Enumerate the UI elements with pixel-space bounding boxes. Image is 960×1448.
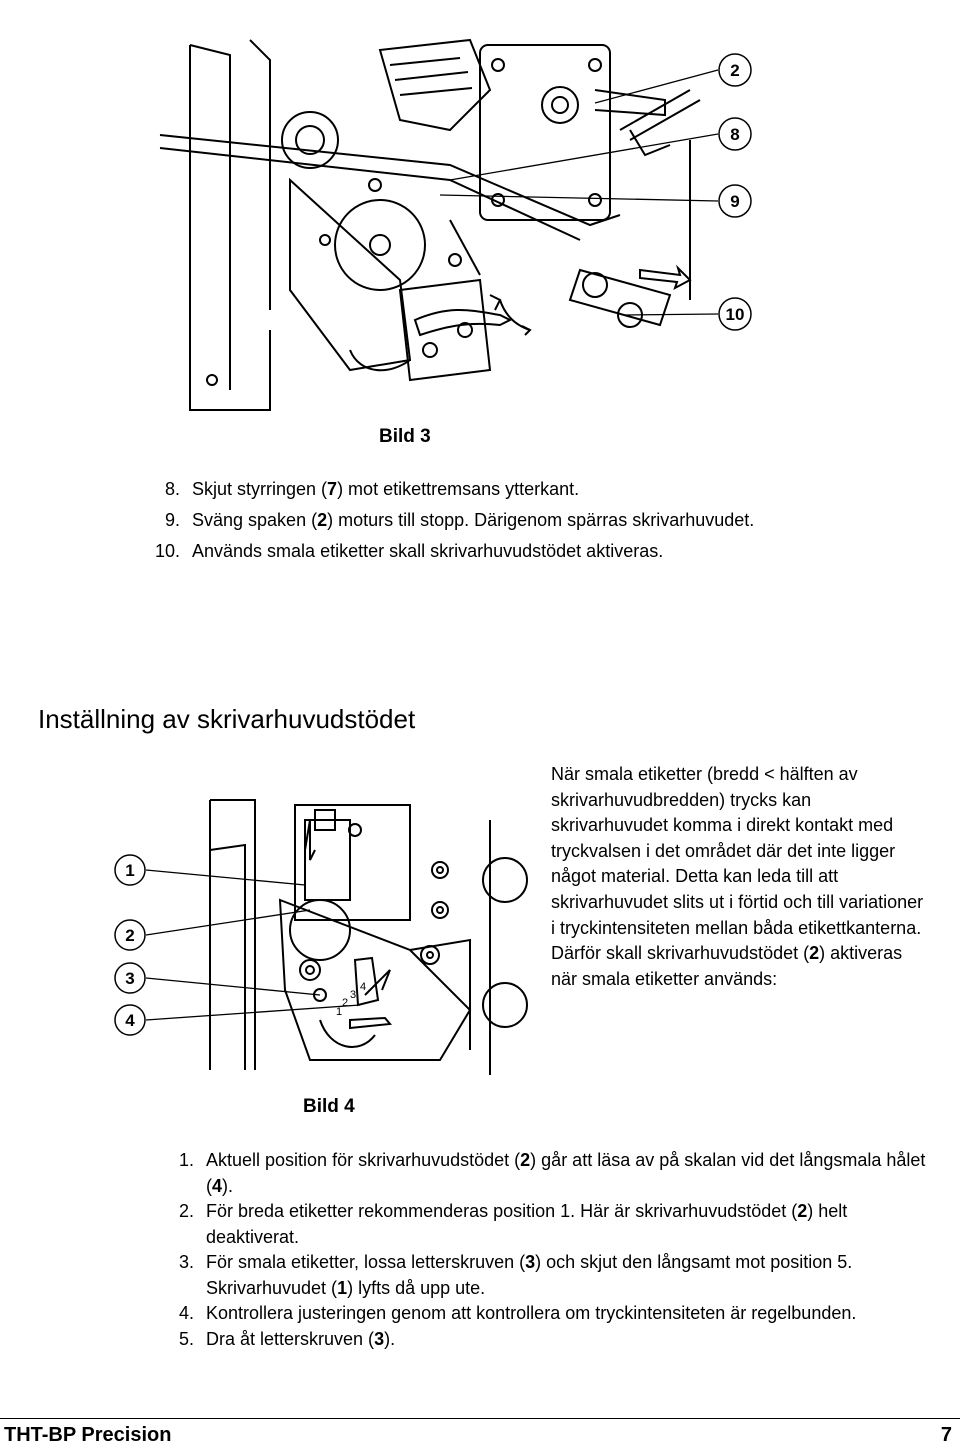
step-number: 9. — [164, 510, 180, 530]
step-item: 8. Skjut styrringen (7) mot etikettremsan… — [150, 474, 910, 505]
scale-mark-3: 3 — [350, 989, 356, 1001]
step-text: Används smala etiketter skall skrivarhuv… — [192, 541, 664, 561]
step-number: 3. — [178, 1252, 194, 1272]
figure-4-caption: Bild 4 — [303, 1096, 355, 1117]
section-title: Inställning av skrivarhuvudstödet — [38, 704, 416, 734]
callout-circle-4 — [114, 1004, 146, 1036]
step-number: 2. — [178, 1201, 194, 1221]
scale-mark-1: 1 — [336, 1006, 342, 1018]
step-number: 10. — [154, 541, 180, 561]
scale-mark-4: 4 — [360, 981, 366, 993]
printer-mechanism-drawing-1: 2 8 9 10 — [159, 38, 752, 411]
step-item: 3. För smala etiketter, lossa letterskruv… — [168, 1250, 928, 1301]
callout-label-10: 10 — [726, 305, 745, 324]
callout-label-3: 3 — [125, 969, 134, 988]
footer-divider — [0, 1418, 960, 1419]
step-number: 1. — [178, 1150, 194, 1170]
steps-list-bottom: 1. Aktuell position för skrivarhuvudstöde… — [168, 1148, 928, 1352]
step-text: Sväng spaken (2) moturs till stopp. Däri… — [192, 510, 755, 530]
callout-label-8: 8 — [730, 125, 739, 144]
step-item: 5. Dra åt letterskruven (3). — [168, 1327, 928, 1353]
scale-mark-2: 2 — [342, 997, 348, 1009]
callout-label-2b: 2 — [125, 926, 134, 945]
step-item: 1. Aktuell position för skrivarhuvudstöde… — [168, 1148, 928, 1199]
step-text: Kontrollera justeringen genom att kontro… — [206, 1303, 857, 1323]
footer-document-title: THT-BP Precision — [4, 1424, 172, 1446]
callout-circle-2 — [718, 53, 752, 87]
step-text: För smala etiketter, lossa letterskruven… — [206, 1252, 853, 1298]
callout-circle-1 — [114, 854, 146, 886]
callout-circle-8 — [718, 117, 752, 151]
callout-label-2: 2 — [730, 61, 739, 80]
callout-label-9: 9 — [730, 192, 739, 211]
callout-circle-2b — [114, 919, 146, 951]
callout-circle-3 — [114, 962, 146, 994]
callout-circle-9 — [718, 184, 752, 218]
step-number: 4. — [178, 1303, 194, 1323]
printer-mechanism-drawing-2: 1 2 3 4 1 2 3 4 — [114, 799, 528, 1075]
step-number: 5. — [178, 1328, 194, 1349]
figure-4-illustration: 1 2 3 4 1 2 3 4 — [110, 790, 530, 1075]
step-item: 4. Kontrollera justeringen genom att kont… — [168, 1301, 928, 1327]
step-text: För breda etiketter rekommenderas positi… — [206, 1201, 848, 1247]
figure-3-caption: Bild 3 — [379, 426, 431, 447]
step-text: Skjut styrringen (7) mot etikettremsans … — [192, 479, 580, 499]
step-number: 8. — [164, 479, 180, 499]
step-item: 9. Sväng spaken (2) moturs till stopp. Dä… — [150, 505, 910, 536]
step-item: 10. Används smala etiketter skall skrivar… — [150, 536, 910, 567]
callout-circle-10 — [718, 297, 752, 331]
figure-3-illustration: 2 8 9 10 — [150, 30, 790, 420]
callout-label-1: 1 — [125, 861, 134, 880]
step-item: 2. För breda etiketter rekommenderas posi… — [168, 1199, 928, 1250]
step-text: Dra åt letterskruven (3). — [206, 1328, 396, 1349]
footer-page-number: 7 — [940, 1424, 952, 1446]
step-text: Aktuell position för skrivarhuvudstödet … — [206, 1150, 926, 1196]
callout-label-4: 4 — [125, 1011, 135, 1030]
intro-paragraph: När smala etiketter (bredd < hälften av … — [551, 764, 924, 989]
steps-list-top: 8. Skjut styrringen (7) mot etikettremsan… — [150, 474, 910, 567]
